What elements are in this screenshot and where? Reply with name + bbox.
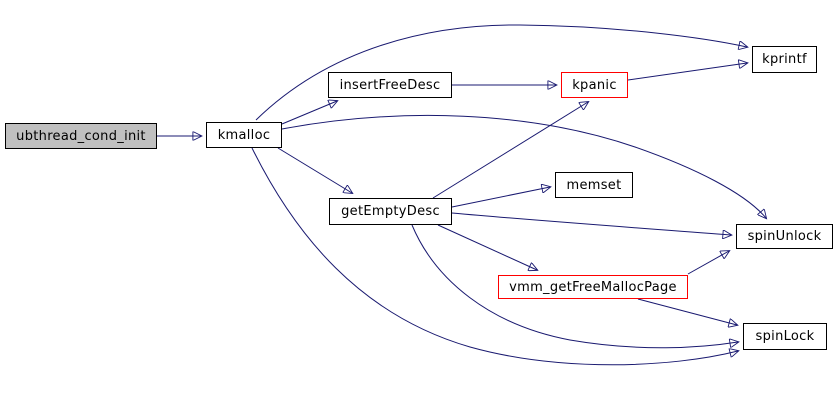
edge-getEmptyDesc-to-kpanic	[432, 102, 588, 199]
node-label: vmm_getFreeMallocPage	[509, 279, 677, 295]
node-kpanic[interactable]: kpanic	[561, 72, 628, 98]
node-vmm_getFreeMallocPage[interactable]: vmm_getFreeMallocPage	[498, 275, 688, 299]
node-label: insertFreeDesc	[339, 77, 441, 93]
node-label: spinLock	[755, 329, 815, 344]
edge-vmm_getFreeMallocPage-to-spinLock	[637, 298, 737, 325]
node-label: getEmptyDesc	[341, 204, 440, 219]
node-kmalloc[interactable]: kmalloc	[206, 122, 282, 148]
edge-vmm_getFreeMallocPage-to-spinUnlock	[687, 251, 729, 275]
node-label: ubthread_cond_init	[16, 128, 146, 144]
edge-getEmptyDesc-to-vmm_getFreeMallocPage	[437, 224, 537, 270]
edge-getEmptyDesc-to-spinLock	[411, 224, 738, 349]
node-label: spinUnlock	[747, 229, 822, 244]
node-kprintf[interactable]: kprintf	[752, 46, 817, 73]
node-label: memset	[566, 177, 622, 193]
edge-kmalloc-to-spinLock	[251, 147, 738, 366]
node-ubthread_cond_init: ubthread_cond_init	[5, 123, 157, 149]
edge-kmalloc-to-getEmptyDesc	[277, 147, 352, 193]
node-label: kmalloc	[217, 127, 271, 143]
node-label: kprintf	[762, 52, 807, 67]
node-insertFreeDesc[interactable]: insertFreeDesc	[328, 72, 452, 98]
edge-kmalloc-to-kprintf	[255, 24, 747, 121]
edge-kpanic-to-kprintf	[627, 63, 747, 81]
edge-kmalloc-to-spinUnlock	[281, 114, 766, 218]
edge-kmalloc-to-insertFreeDesc	[281, 101, 337, 125]
node-memset[interactable]: memset	[555, 172, 633, 198]
edge-getEmptyDesc-to-memset	[451, 187, 550, 208]
node-getEmptyDesc[interactable]: getEmptyDesc	[329, 198, 452, 225]
edge-getEmptyDesc-to-spinUnlock	[451, 212, 731, 235]
node-spinLock[interactable]: spinLock	[743, 323, 827, 350]
node-label: kpanic	[572, 77, 617, 93]
node-spinUnlock[interactable]: spinUnlock	[736, 224, 833, 249]
